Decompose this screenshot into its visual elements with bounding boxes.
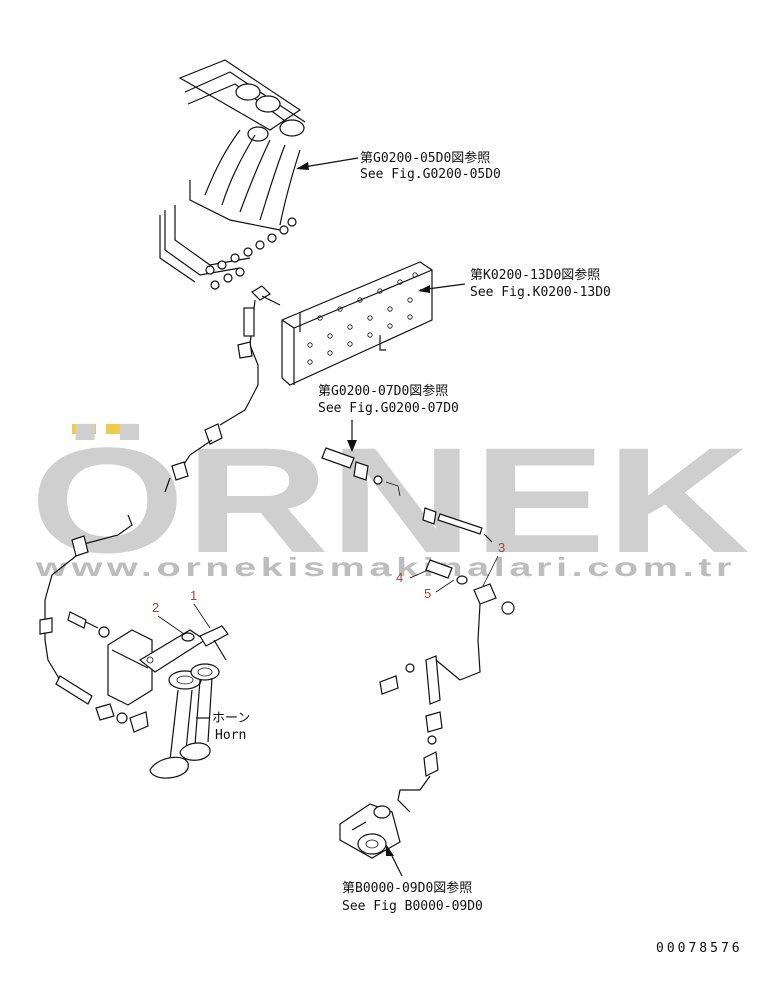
ref-g0200-05d0-en: See Fig.G0200-05D0 <box>360 167 501 182</box>
arrow-b0000-09d0 <box>386 844 394 856</box>
ref-k0200-13d0-en: See Fig.K0200-13D0 <box>470 285 611 300</box>
ref-g0200-05d0-jp: 第G0200-05D0図参照 <box>360 150 490 166</box>
horn-label-jp: ホーン <box>212 711 250 726</box>
lower-hose <box>379 655 461 813</box>
part-number-2: 2 <box>152 600 159 615</box>
watermark: ÖRNEK www.ornekismakinalari.com.tr <box>30 416 750 584</box>
horn-fittings <box>67 611 229 733</box>
watermark-accent-right <box>106 424 130 434</box>
part-number-3: 3 <box>498 540 505 555</box>
horn-assembly <box>107 629 220 779</box>
hose-bundle <box>159 59 306 290</box>
right-clamp-parts <box>425 559 515 681</box>
ref-b0000-09d0-en: See Fig B0000-09D0 <box>342 899 483 914</box>
ref-k0200-13d0-jp: 第K0200-13D0図参照 <box>470 267 600 283</box>
hose-fittings <box>205 217 297 290</box>
watermark-brand: ÖRNEK <box>30 416 750 584</box>
horn-air-hose <box>39 285 281 705</box>
watermark-accent-left <box>72 424 96 434</box>
ref-g0200-07d0-en: See Fig.G0200-07D0 <box>318 401 459 416</box>
block-holes <box>307 272 418 365</box>
arrow-g0200-07d0 <box>347 440 357 452</box>
drawing-number: 00078576 <box>656 941 743 956</box>
part-number-4: 4 <box>396 570 403 585</box>
right-pipe-parts <box>321 447 493 543</box>
horn-label-en: Horn <box>215 728 246 743</box>
part-number-1: 1 <box>190 588 197 603</box>
arrow-g0200-05d0 <box>296 162 309 170</box>
arrow-k0200-13d0 <box>418 285 430 293</box>
ref-b0000-09d0-jp: 第B0000-09D0図参照 <box>342 880 472 896</box>
part-number-5: 5 <box>424 586 431 601</box>
watermark-url: www.ornekismakinalari.com.tr <box>34 552 736 582</box>
valve-block <box>281 261 433 386</box>
bottom-bracket <box>339 803 401 859</box>
ref-g0200-07d0-jp: 第G0200-07D0図参照 <box>318 383 448 399</box>
